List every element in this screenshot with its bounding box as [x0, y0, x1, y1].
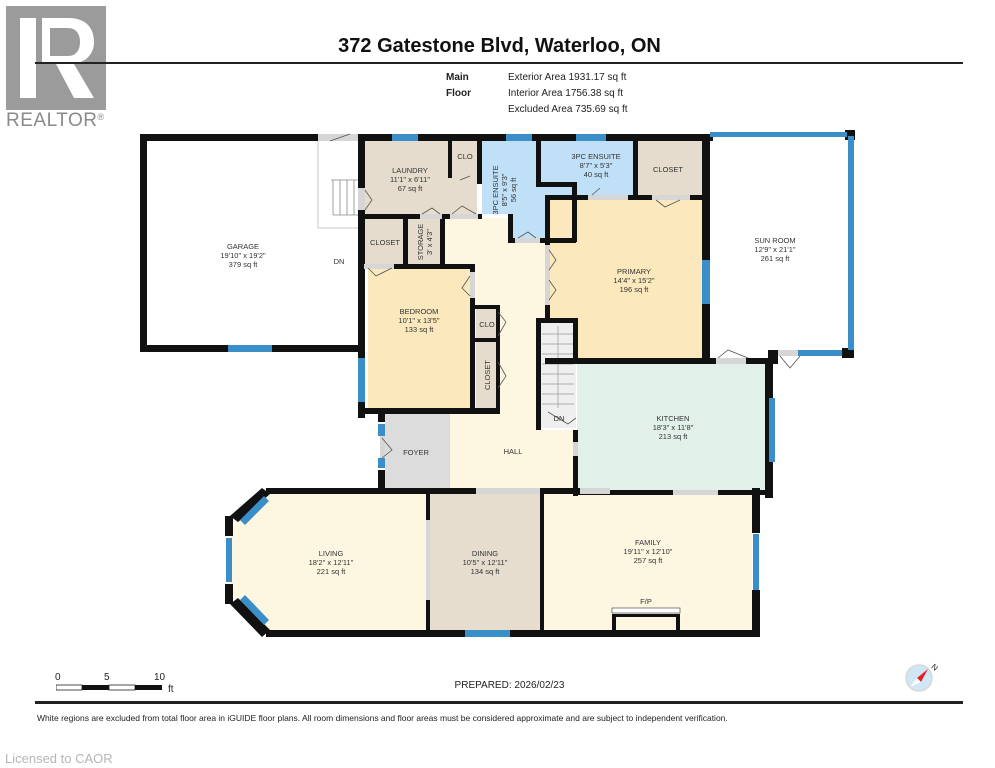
dining-label: DINING — [472, 549, 498, 558]
realtor-logo — [6, 6, 106, 110]
scale-tick-0: 0 — [55, 672, 61, 683]
bedroom-fill — [368, 268, 472, 410]
ensuite-b-label: 3PC ENSUITE — [571, 152, 620, 161]
foyer-fill — [385, 414, 450, 492]
primary-area: 196 sq ft — [620, 285, 650, 294]
primary-dims: 14'4" x 15'2" — [613, 276, 654, 285]
interior-area: Interior Area 1756.38 sq ft — [508, 88, 624, 99]
hall-label: HALL — [504, 447, 523, 456]
property-address-title: 372 Gatestone Blvd, Waterloo, ON — [338, 35, 661, 57]
excluded-area: Excluded Area 735.69 sq ft — [508, 104, 628, 115]
clo-laundry-fill — [452, 140, 480, 180]
bedroom-area: 133 sq ft — [405, 325, 435, 334]
garage-dims: 19'10" x 19'2" — [220, 251, 266, 260]
garage-area: 379 sq ft — [229, 260, 259, 269]
sunroom-dims: 12'9" x 21'1" — [754, 245, 795, 254]
living-label: LIVING — [319, 549, 344, 558]
bedroom-label: BEDROOM — [400, 307, 439, 316]
clo-laundry-label: CLO — [457, 152, 473, 161]
laundry-label: LAUNDRY — [392, 166, 428, 175]
licensed-to-text: Licensed to CAOR — [5, 751, 113, 766]
ensuite-a-dims: 8'5" x 9'3" — [500, 173, 509, 206]
kitchen-label: KITCHEN — [657, 414, 690, 423]
fireplace-label: F/P — [640, 597, 652, 606]
living-area: 221 sq ft — [317, 567, 347, 576]
ensuite-a-label: 3PC ENSUITE — [491, 165, 500, 214]
closet-primary-fill — [637, 140, 702, 200]
closet-hall-label: CLOSET — [370, 238, 400, 247]
hall-stairs-dn: DN — [554, 414, 565, 423]
fireplace-hearth — [611, 607, 681, 614]
foyer-label: FOYER — [403, 448, 429, 457]
compass-icon: N — [905, 662, 940, 692]
primary-label: PRIMARY — [617, 267, 651, 276]
closet-hall-fill — [364, 218, 404, 266]
garage-landing — [317, 139, 361, 229]
closet-primary-label: CLOSET — [653, 165, 683, 174]
sunroom-fill — [710, 136, 850, 356]
garage-label: GARAGE — [227, 242, 259, 251]
room-labels: GARAGE 19'10" x 19'2" 379 sq ft DN LAUND… — [220, 152, 796, 606]
garage-stairs-dn: DN — [334, 257, 345, 266]
clo-bedroom-label: CLO — [479, 320, 495, 329]
scale-bar-graphic — [56, 684, 162, 691]
family-dims: 19'11" x 12'10" — [624, 547, 673, 556]
scale-tick-10: 10 — [154, 672, 166, 683]
exterior-area: Exterior Area 1931.17 sq ft — [508, 72, 627, 83]
disclaimer-text: White regions are excluded from total fl… — [37, 713, 728, 723]
scale-unit: ft — [168, 684, 174, 695]
kitchen-fill — [577, 364, 770, 492]
ensuite-b-dims: 8'7" x 5'3" — [580, 161, 613, 170]
scale-tick-5: 5 — [104, 672, 110, 683]
laundry-area: 67 sq ft — [398, 184, 424, 193]
closet-bedroom-fill — [476, 342, 498, 408]
scale-bar: 0 5 10 ft — [48, 672, 188, 695]
storage-fill — [408, 218, 440, 266]
bedroom-dims: 10'1" x 13'5" — [398, 316, 439, 325]
ensuite-a-area: 56 sq ft — [509, 177, 518, 203]
clo-bedroom-fill — [476, 308, 498, 338]
storage-dims: 3' x 4'3" — [425, 229, 434, 255]
footer-divider — [35, 701, 963, 704]
kitchen-area: 213 sq ft — [659, 432, 689, 441]
storage-label: STORAGE — [416, 224, 425, 261]
family-area: 257 sq ft — [634, 556, 664, 565]
dining-area: 134 sq ft — [471, 567, 501, 576]
floor-label: Main Floor — [446, 72, 471, 99]
header-divider — [35, 62, 963, 64]
realtor-r-icon — [6, 6, 106, 110]
living-fill — [228, 492, 428, 632]
realtor-logo-text: REALTOR® — [6, 110, 105, 131]
closet-bedroom-label: CLOSET — [483, 360, 492, 390]
door-swings — [329, 133, 801, 459]
prepared-date: PREPARED: 2026/02/23 — [454, 680, 565, 691]
compass-north-label: N — [929, 662, 939, 673]
living-dims: 18'2" x 12'11" — [309, 558, 354, 567]
kitchen-dims: 18'3" x 11'8" — [653, 423, 694, 432]
room-fills — [148, 136, 850, 632]
sunroom-area: 261 sq ft — [761, 254, 791, 263]
sunroom-label: SUN ROOM — [754, 236, 795, 245]
family-fill — [544, 494, 752, 630]
garage-stairs — [331, 179, 360, 216]
dining-dims: 10'5" x 12'11" — [463, 558, 508, 567]
dining-fill — [430, 494, 540, 630]
family-label: FAMILY — [635, 538, 661, 547]
door-gaps — [318, 134, 798, 600]
windows — [226, 132, 854, 637]
compass: N — [902, 658, 942, 703]
laundry-dims: 11'1" x 6'11" — [390, 175, 430, 184]
ensuite-b-area: 40 sq ft — [584, 170, 610, 179]
